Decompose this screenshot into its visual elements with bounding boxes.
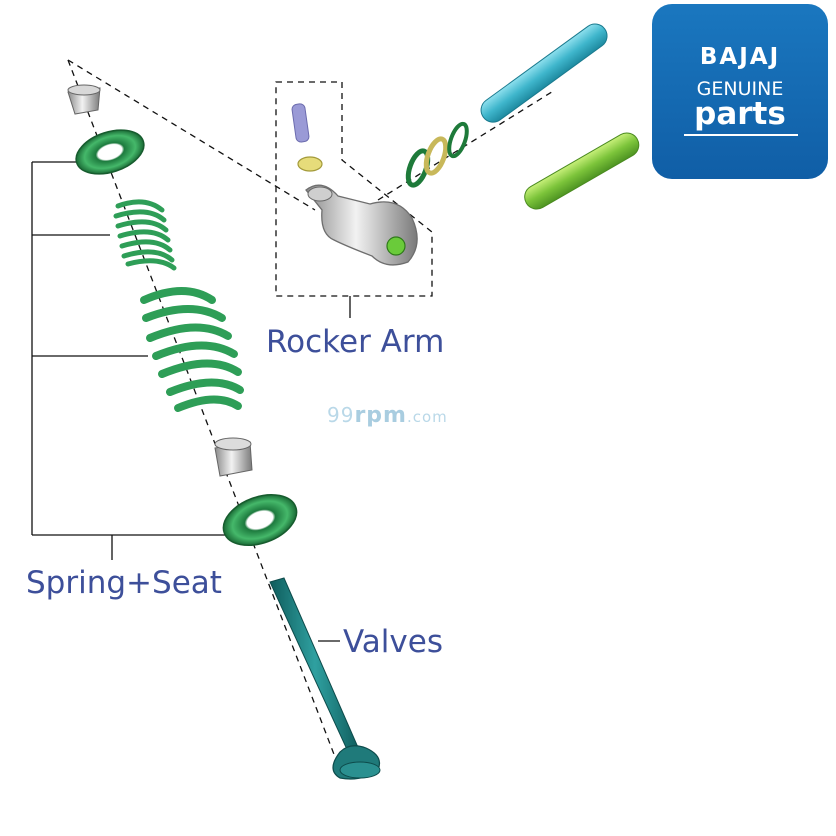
valve-keeper-top (67, 84, 101, 115)
watermark-prefix: 99 (327, 403, 355, 427)
watermark-main: rpm (354, 403, 407, 428)
rocker-adjust-screw (291, 103, 310, 143)
spring-axis-line (67, 59, 341, 771)
inner-spring (113, 199, 177, 271)
valve (269, 577, 381, 780)
logo-brand: BAJAJ (699, 44, 781, 70)
bajaj-genuine-parts-logo: BAJAJ GENUINE parts (652, 4, 828, 179)
watermark: 99rpm.com (327, 403, 448, 428)
rocker-arm-boundary (275, 81, 433, 297)
rocker-arm (305, 184, 418, 266)
pushrod-green (524, 132, 640, 210)
logo-genuine: GENUINE (696, 78, 784, 100)
pushrod-washers (405, 121, 469, 188)
spring-seat-lower (222, 494, 298, 546)
rocker-lock-nut (297, 156, 323, 172)
spring-seat-label: Spring+Seat (26, 565, 222, 601)
spring-seat-upper (75, 129, 145, 175)
pushrod-cyan (480, 23, 608, 123)
rocker-arm-label: Rocker Arm (266, 324, 445, 360)
spring-seat-bracket (31, 161, 230, 560)
logo-underline (684, 134, 798, 136)
logo-parts: parts (694, 96, 786, 132)
valves-label: Valves (343, 624, 443, 660)
valve-keeper-lower (214, 437, 253, 477)
watermark-suffix: .com (406, 408, 448, 426)
upper-guide-line (67, 59, 316, 211)
pushrod-axis-line (377, 89, 556, 201)
outer-spring (140, 287, 244, 412)
